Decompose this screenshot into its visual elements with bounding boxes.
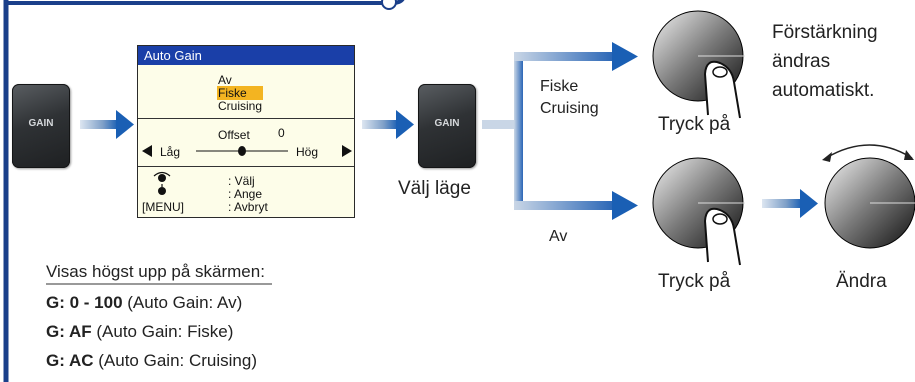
instruction-cancel: : Avbryt [228,200,268,214]
legend-heading: Visas högst upp på skärmen: [46,262,265,281]
change-label: Ändra [836,271,887,292]
legend-code: G: AC [46,351,94,370]
arrow-press-to-change [762,189,818,218]
rotate-arc-icon [825,144,913,159]
knob-rotate [822,144,915,249]
branch-upper-label: Fiske Cruising [540,78,599,117]
gain-key-label: GAIN [434,118,460,129]
slider-thumb [238,146,246,156]
legend-item: G: AF (Auto Gain: Fiske) [46,322,233,342]
press-label-bottom: Tryck på [658,271,731,292]
legend-item: G: 0 - 100 (Auto Gain: Av) [46,293,242,313]
frame-header [6,0,405,5]
knob-press-top [652,10,745,119]
legend-item: G: AC (Auto Gain: Cruising) [46,351,257,371]
legend-code: G: AF [46,322,92,341]
legend-desc: (Auto Gain: Cruising) [93,351,257,370]
offset-slider[interactable] [138,140,354,164]
select-mode-label: Välj läge [398,178,471,199]
gain-key-left[interactable]: GAIN [12,84,70,168]
offset-value: 0 [278,126,285,140]
menu-option-cruising[interactable]: Cruising [218,99,263,113]
menu-option-fiske[interactable]: Fiske [217,86,263,100]
arrow-right-icon [342,145,352,157]
menu-title: Auto Gain [138,46,354,65]
menu-option-av[interactable]: Av [218,73,232,87]
auto-gain-menu: Auto Gain Av Fiske Cruising Offset 0 Låg… [137,45,355,218]
arrow-menu-to-key [362,110,414,139]
finger-icon [703,60,741,119]
offset-label: Offset [218,128,250,142]
high-label: Hög [296,145,319,159]
rotate-knob-icon [153,171,171,182]
knob-press-bottom [652,157,745,266]
finger-icon [703,207,741,266]
legend-code: G: 0 - 100 [46,293,123,312]
legend-desc: (Auto Gain: Av) [122,293,243,312]
branch-lower-label: Av [549,228,568,245]
auto-change-text: Förstärkning ändras automatiskt. [772,22,878,101]
press-label-top: Tryck på [658,114,731,135]
gain-key-middle[interactable]: GAIN [418,84,476,168]
fork-arrows [482,42,638,220]
instruction-select: : Välj [228,174,255,188]
arrow-key-to-menu [80,110,134,139]
legend-desc: (Auto Gain: Fiske) [91,322,234,341]
gain-key-label: GAIN [28,118,54,129]
instruction-enter: : Ange [228,187,263,201]
menu-key-label: [MENU] [142,200,184,214]
low-label: Låg [160,145,181,159]
press-knob-icon [158,184,166,195]
arrow-left-icon [142,145,152,157]
